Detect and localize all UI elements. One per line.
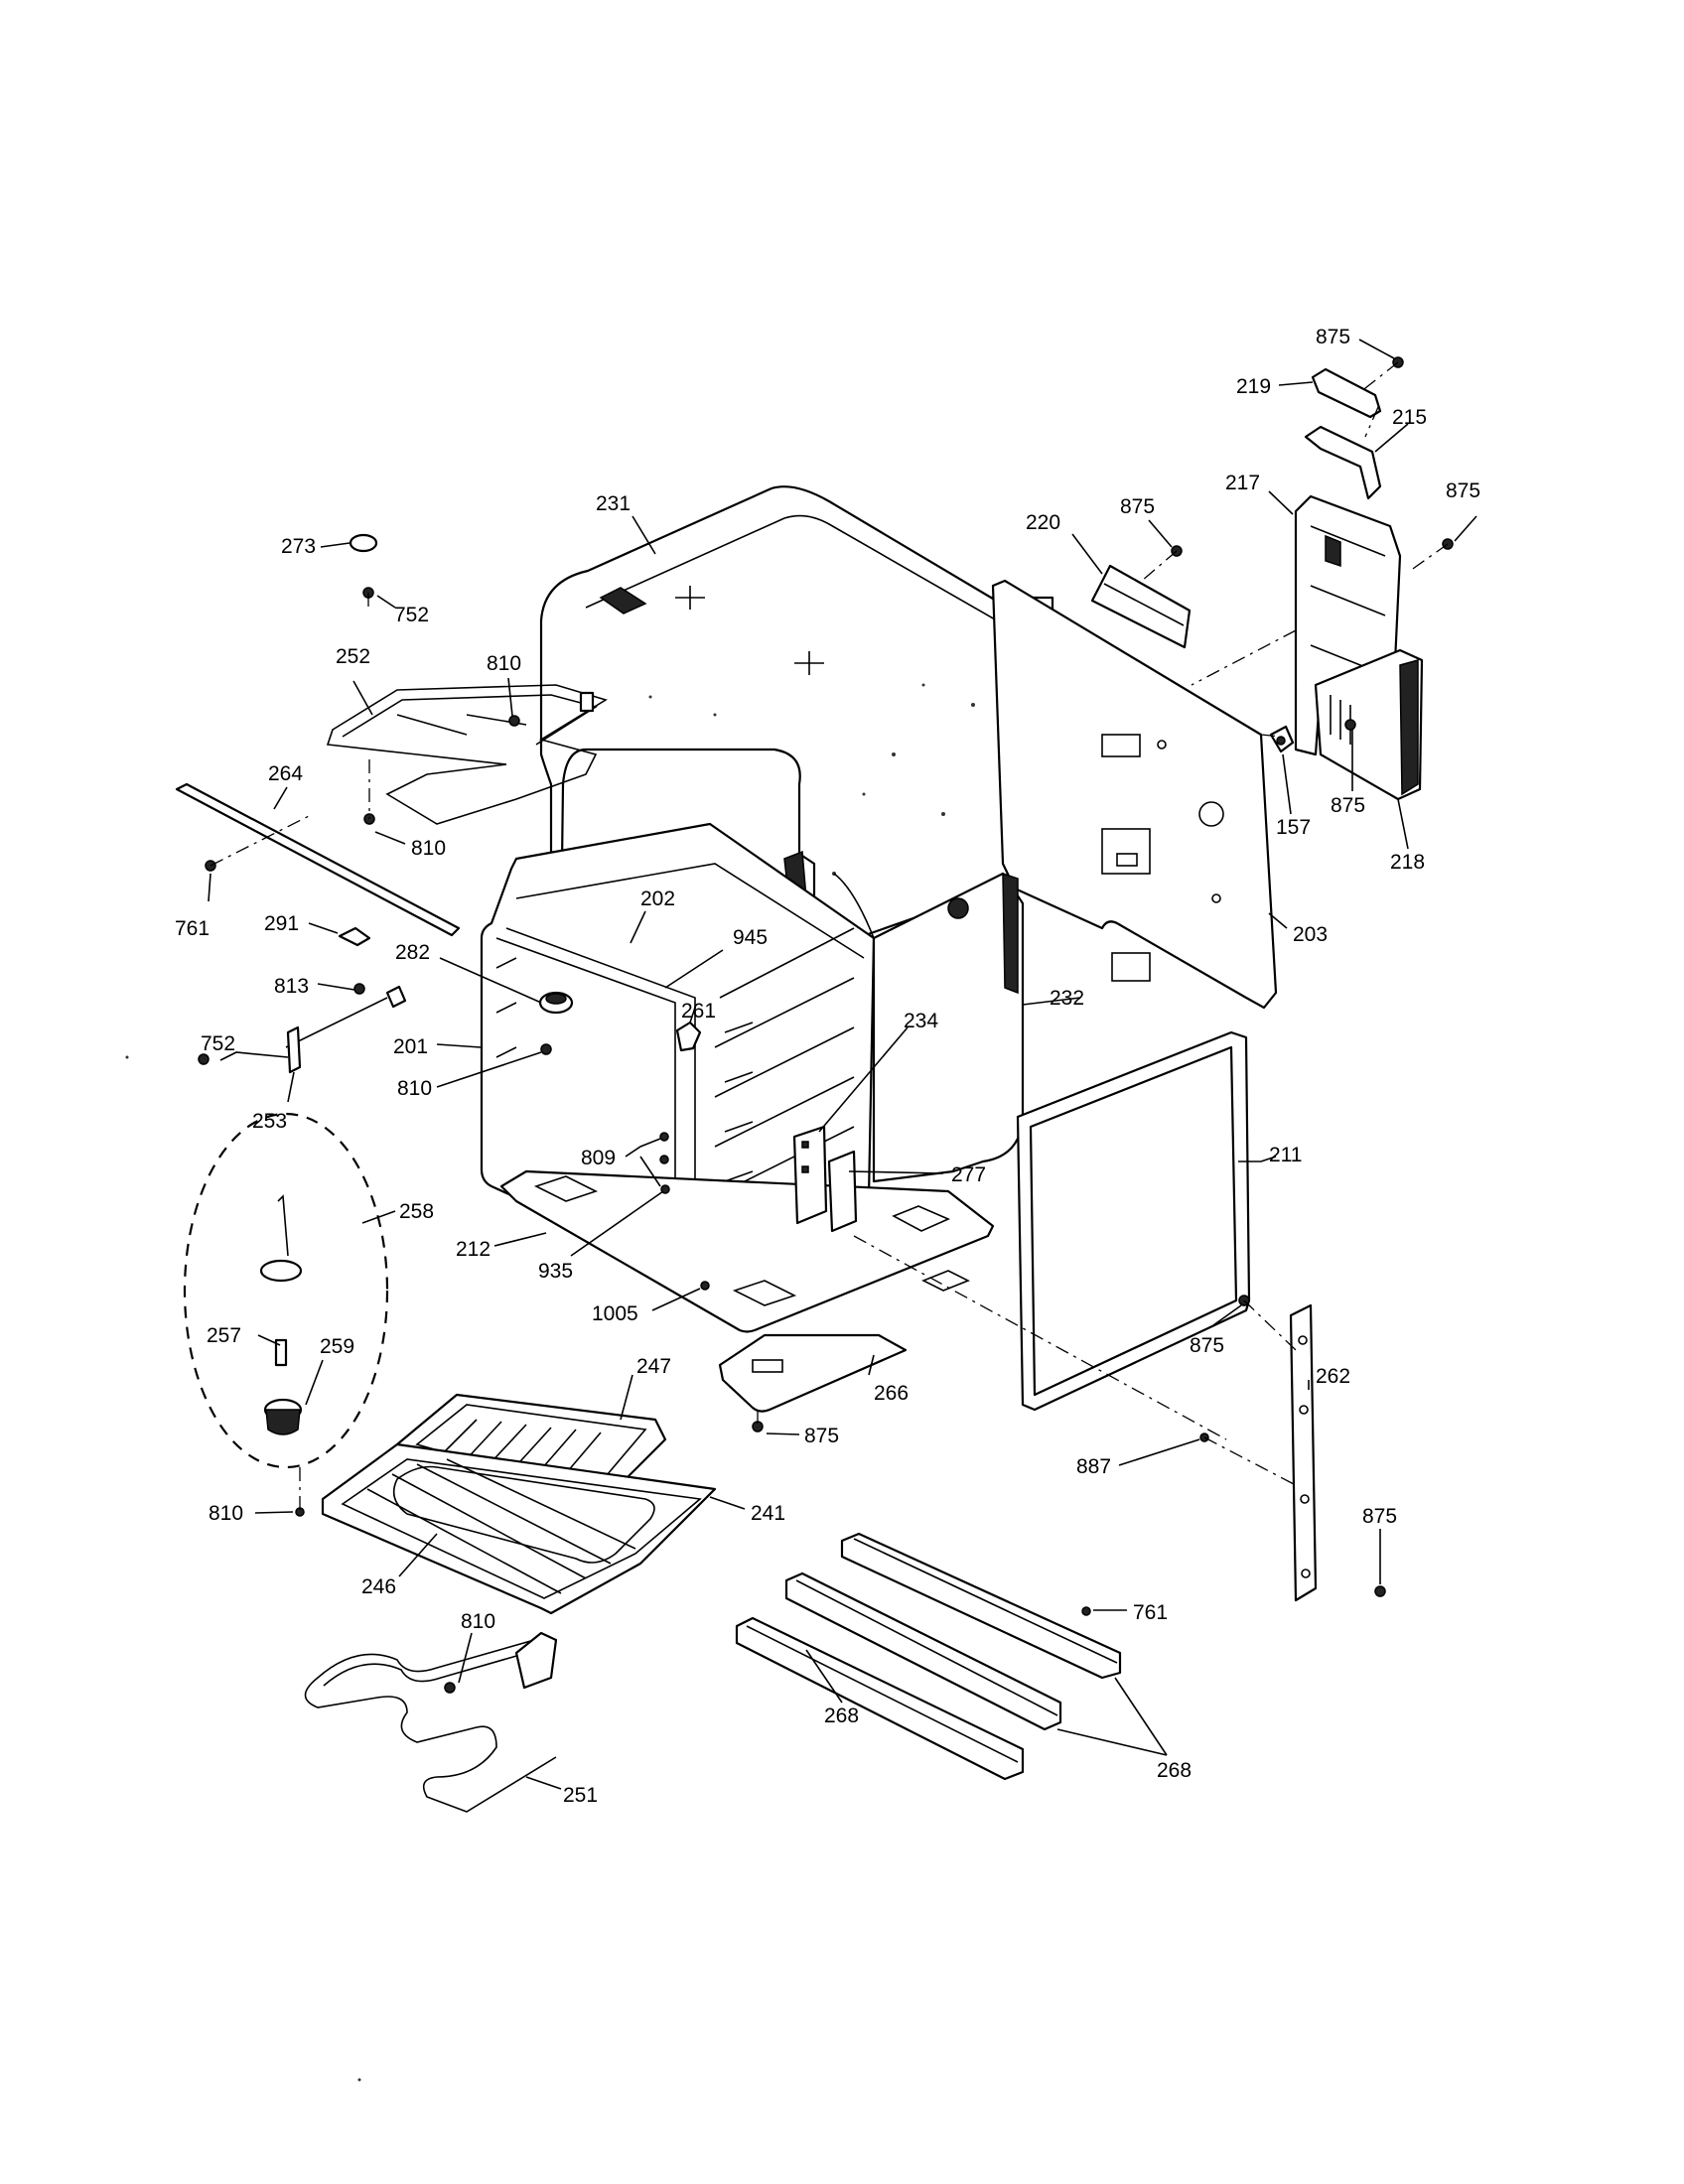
- callout-875-bottom: 875: [804, 1425, 839, 1447]
- callout-813: 813: [274, 975, 309, 998]
- callout-273: 273: [281, 535, 316, 558]
- oven-rack-part-246: [321, 1442, 717, 1615]
- rail-part-264: [175, 782, 461, 937]
- callout-266: 266: [874, 1382, 909, 1405]
- callout-875-box: 875: [1331, 794, 1365, 817]
- drawer-rail-part-268-a: [840, 1532, 1122, 1680]
- callout-264: 264: [268, 762, 303, 785]
- sensor-part-253: [285, 985, 407, 1074]
- drawer-rail-part-268-c: [735, 1616, 1025, 1781]
- bottom-plate-part-212: [499, 1169, 995, 1333]
- callout-268-b: 268: [1157, 1759, 1192, 1782]
- callout-247: 247: [636, 1355, 671, 1378]
- callout-212: 212: [456, 1238, 491, 1261]
- callout-203: 203: [1293, 923, 1328, 946]
- leader-lines: [208, 339, 1477, 1790]
- part-273: [349, 533, 378, 553]
- callout-252: 252: [336, 645, 370, 668]
- callout-1005: 1005: [592, 1302, 638, 1325]
- callout-217: 217: [1225, 472, 1260, 494]
- sensor-assembly-part-258: [183, 1112, 389, 1469]
- bracket-part-266: [718, 1333, 908, 1413]
- bracket-part-219: [1311, 367, 1382, 419]
- callout-810-cav: 810: [397, 1077, 432, 1100]
- callout-251: 251: [563, 1784, 598, 1807]
- callout-262: 262: [1316, 1365, 1350, 1388]
- callout-231: 231: [596, 492, 631, 515]
- callout-253: 253: [252, 1110, 287, 1133]
- side-panel-part-232: [872, 872, 1025, 1183]
- callout-752-mid: 752: [201, 1032, 235, 1055]
- callout-810-elem: 810: [461, 1610, 495, 1633]
- callout-875-right: 875: [1446, 479, 1480, 502]
- terminal-block-part-234: [792, 1125, 828, 1225]
- bracket-part-277: [827, 1150, 858, 1233]
- rear-panel-part-203: [991, 579, 1278, 1010]
- callout-291: 291: [264, 912, 299, 935]
- callout-202: 202: [640, 887, 675, 910]
- oven-light-part-282: [538, 991, 574, 1015]
- control-board-part-218: [1314, 648, 1424, 801]
- callout-887: 887: [1076, 1455, 1111, 1478]
- bake-element-part-251: [304, 1631, 558, 1813]
- callout-945: 945: [733, 926, 768, 949]
- callout-761-left: 761: [175, 917, 210, 940]
- callout-241: 241: [751, 1502, 785, 1525]
- strip-part-262: [1289, 1303, 1318, 1602]
- callout-201: 201: [393, 1035, 428, 1058]
- callout-809: 809: [581, 1147, 616, 1169]
- callout-259: 259: [320, 1335, 354, 1358]
- callout-258: 258: [399, 1200, 434, 1223]
- callout-810-top: 810: [487, 652, 521, 675]
- callout-labels: 875 219 215 217 875 231 220 875 273 752 …: [175, 326, 1480, 1807]
- callout-282: 282: [395, 941, 430, 964]
- bracket-part-215: [1304, 425, 1382, 500]
- clip-part-291: [338, 926, 371, 947]
- switch-part-157: [1269, 725, 1295, 753]
- door-gasket-part-211: [1016, 1030, 1251, 1412]
- alignment-lines: [210, 361, 1449, 1512]
- bracket-part-220: [1090, 564, 1192, 649]
- callout-257: 257: [207, 1324, 241, 1347]
- callout-246: 246: [361, 1575, 396, 1598]
- callout-277: 277: [951, 1163, 986, 1186]
- callout-211: 211: [1269, 1144, 1302, 1166]
- callout-234: 234: [904, 1010, 938, 1032]
- callout-875-panel: 875: [1120, 495, 1155, 518]
- callout-268-a: 268: [824, 1705, 859, 1727]
- callout-810-low: 810: [209, 1502, 243, 1525]
- callout-215: 215: [1392, 406, 1427, 429]
- callout-232: 232: [1050, 987, 1084, 1010]
- callout-875-gasket: 875: [1190, 1334, 1224, 1357]
- callout-752-top: 752: [394, 604, 429, 626]
- drawer-rail-part-268-b: [784, 1571, 1062, 1731]
- broiler-pan-part-241: [392, 1465, 655, 1564]
- callout-218: 218: [1390, 851, 1425, 874]
- callout-761-bottom: 761: [1133, 1601, 1168, 1624]
- callout-875-strip: 875: [1362, 1505, 1397, 1528]
- callout-219: 219: [1236, 375, 1271, 398]
- callout-875-top: 875: [1316, 326, 1350, 348]
- callout-810-mid: 810: [411, 837, 446, 860]
- callout-157: 157: [1276, 816, 1311, 839]
- sensor-part-261: [675, 1021, 702, 1052]
- callout-220: 220: [1026, 511, 1060, 534]
- callout-935: 935: [538, 1260, 573, 1283]
- callout-261: 261: [681, 1000, 716, 1023]
